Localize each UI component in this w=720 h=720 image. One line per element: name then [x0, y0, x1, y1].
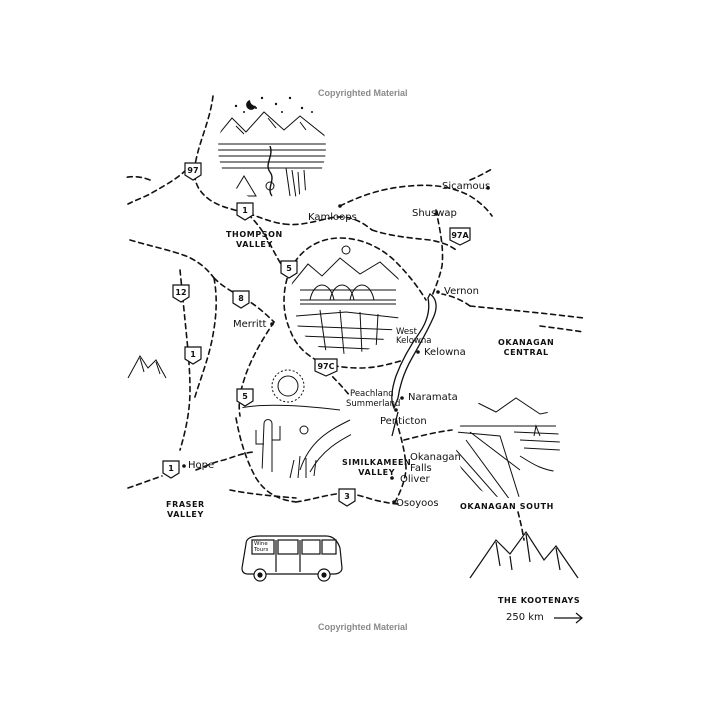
highway-shield-97a: 97A — [449, 227, 471, 246]
highway-shield-12: 12 — [172, 284, 190, 303]
highway-shield-1-north: 1 — [236, 202, 254, 221]
region-okanagan-central: Okanagan Central — [498, 338, 555, 357]
skaha-lake — [391, 411, 399, 437]
place-sicamous: Sicamous — [442, 181, 491, 192]
small-mountains-icon — [127, 355, 167, 379]
night-camping-vignette-icon — [218, 96, 326, 201]
highway-shield-97c: 97C — [314, 358, 338, 377]
copyright-bottom: Copyrighted Material — [318, 622, 408, 632]
place-kamloops: Kamloops — [308, 212, 357, 223]
vineyard-lake-vignette-icon — [456, 397, 560, 498]
place-peachland: Peachland — [350, 389, 394, 399]
highway-shield-5-south: 5 — [236, 388, 254, 407]
place-osoyoos: Osoyoos — [396, 498, 439, 509]
place-hope: Hope — [188, 460, 215, 471]
place-penticton: Penticton — [380, 416, 427, 427]
place-okanagan-falls: Okanagan Falls — [410, 452, 461, 474]
highway-shield-5-north: 5 — [280, 260, 298, 279]
van-sign: Wine Tours — [254, 541, 269, 553]
copyright-top: Copyrighted Material — [318, 88, 408, 98]
mountain-range-icon — [469, 530, 579, 579]
highway-shield-1-mid: 1 — [184, 346, 202, 365]
place-oliver: Oliver — [400, 474, 430, 485]
kootenays-distance: 250 km — [506, 612, 544, 623]
region-kootenays: The Kootenays — [498, 596, 581, 605]
camper-van-icon — [241, 535, 343, 582]
place-vernon: Vernon — [444, 286, 479, 297]
mountain-bridge-vignette-icon — [290, 245, 402, 354]
place-merritt: Merritt — [233, 319, 267, 330]
region-okanagan-south: Okanagan South — [460, 502, 554, 511]
right-arrow-icon — [554, 612, 583, 624]
town-dots — [182, 186, 490, 504]
region-similkameen-valley: Similkameen Valley — [342, 458, 412, 477]
highway-shield-1-hope: 1 — [162, 460, 180, 479]
place-naramata: Naramata — [408, 392, 458, 403]
place-west-kelowna: West Kelowna — [396, 327, 432, 346]
highway-shield-3: 3 — [338, 488, 356, 507]
okanagan-lake — [391, 293, 437, 410]
desert-cactus-vignette-icon — [240, 369, 352, 479]
highway-shield-97: 97 — [184, 162, 202, 181]
place-summerland: Summerland — [346, 399, 401, 409]
place-kelowna: Kelowna — [424, 347, 466, 358]
place-shuswap: Shuswap — [412, 208, 457, 219]
region-fraser-valley: Fraser Valley — [166, 500, 205, 519]
region-thompson-valley: Thompson Valley — [226, 230, 283, 249]
highway-shield-8: 8 — [232, 290, 250, 309]
